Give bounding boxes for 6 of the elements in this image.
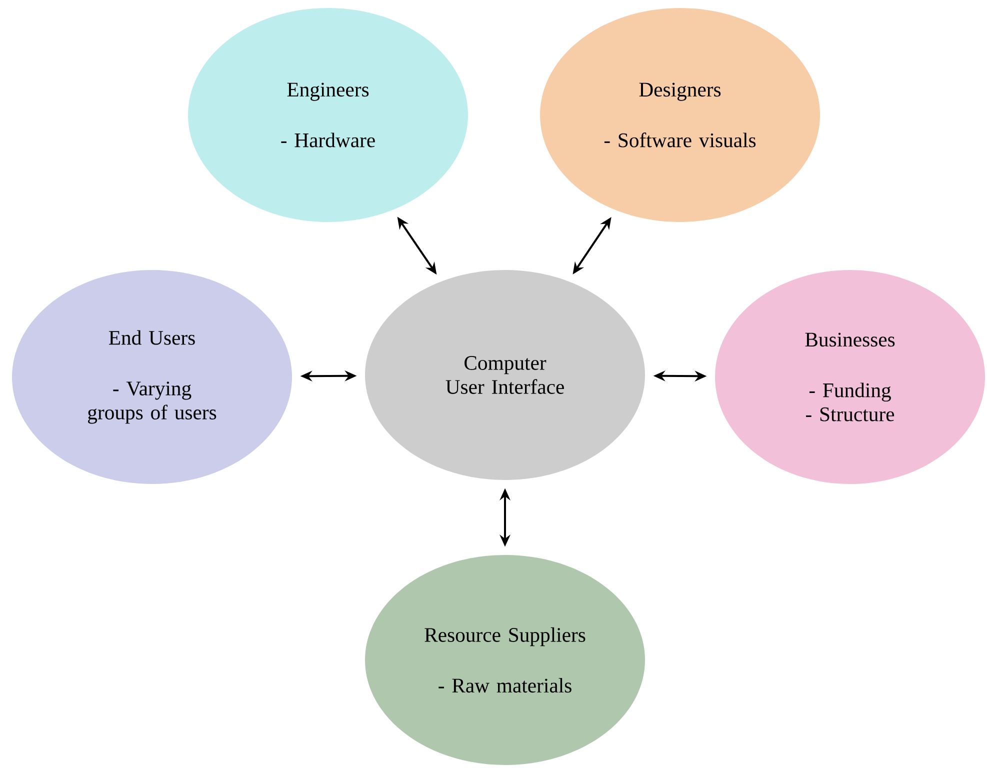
ellipse-node: Businesses - Funding - Structure (715, 270, 986, 484)
ellipse-node: Resource Suppliers - Raw materials (365, 555, 645, 765)
ellipse-node: End Users - Varying groups of users (12, 270, 292, 484)
ellipse-node: Computer User Interface (365, 270, 645, 480)
ellipse-node: Designers - Software visuals (540, 8, 820, 222)
ellipse-node: Engineers - Hardware (188, 8, 468, 222)
